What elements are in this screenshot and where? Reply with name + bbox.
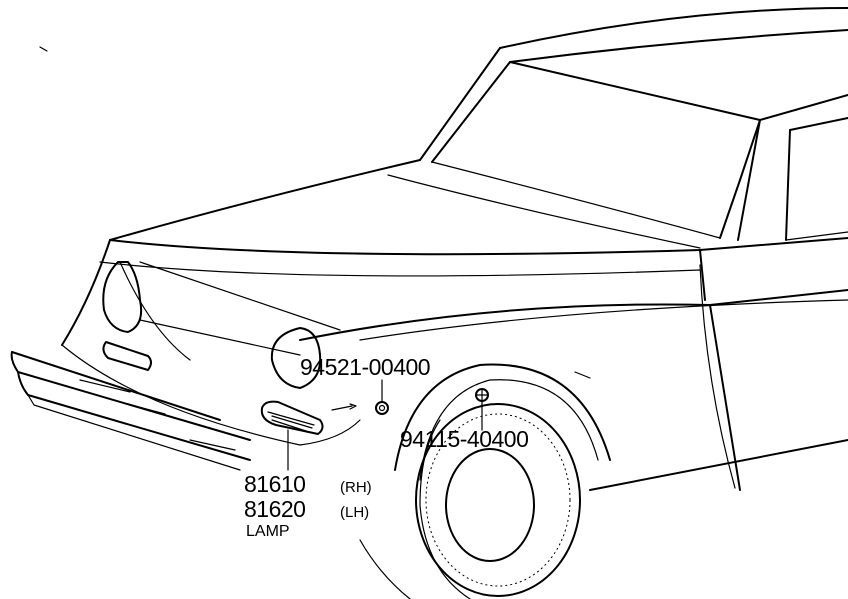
cab-outline — [419, 7, 848, 241]
mounting-nut — [375, 401, 389, 415]
screw-part-number: 94115-40400 — [400, 426, 529, 452]
fender-body — [299, 264, 848, 491]
lamp-lh-part-number: 81620 — [244, 496, 306, 522]
lamp-lh-side: (LH) — [340, 504, 370, 521]
front-tire — [359, 403, 581, 599]
stray-marks — [39, 46, 48, 52]
front-bumper — [10, 351, 251, 471]
nut-part-number: 94521-00400 — [300, 354, 431, 380]
lamp-name: LAMP — [246, 523, 290, 540]
hood-outline — [99, 159, 848, 301]
mounting-screw — [475, 388, 489, 402]
lamp-rh-part-number: 81610 — [244, 471, 306, 497]
leader-lines — [287, 379, 483, 471]
front-grille — [61, 239, 361, 446]
lamp-rh-side: (RH) — [340, 479, 372, 496]
side-marker-lamp — [260, 400, 324, 435]
